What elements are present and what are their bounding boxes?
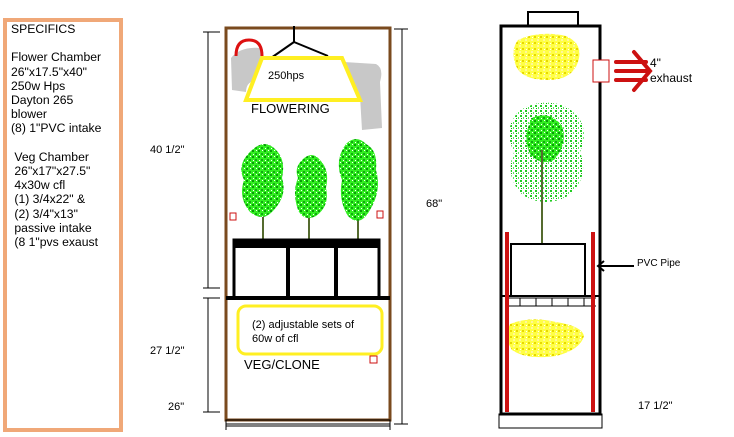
specifics-line: blower <box>11 107 47 122</box>
dim-total-label: 68" <box>426 198 443 210</box>
front-view <box>203 26 408 430</box>
cabinet-base <box>225 419 391 427</box>
exhaust-port <box>592 59 610 83</box>
flowering-plants <box>241 139 378 242</box>
plant-pots <box>232 238 381 300</box>
cfl-box <box>236 304 384 356</box>
exhaust-duct <box>344 62 382 130</box>
lamp-hanger <box>270 26 329 59</box>
exhaust-arrow-icon <box>614 50 653 92</box>
intake-marker <box>369 355 378 364</box>
dim-veg-label: 27 1/2" <box>150 345 185 357</box>
specifics-panel <box>3 18 123 432</box>
side-base <box>498 413 603 429</box>
dim-depth-label: 17 1/2" <box>638 400 673 412</box>
exhaust-label-line1: 4" <box>650 56 661 70</box>
side-plant-stem <box>541 150 543 246</box>
intake-marker <box>376 210 384 219</box>
hps-lamp <box>243 56 364 102</box>
specifics-line: (8) 1"PVC intake <box>11 121 102 136</box>
side-view <box>498 11 653 429</box>
side-pot <box>510 243 586 297</box>
specifics-line: 26"x17"x27.5" <box>11 164 91 179</box>
plant <box>241 144 284 217</box>
pvc-label: PVC Pipe <box>637 258 681 269</box>
pvc-pipe <box>591 232 595 412</box>
dim-width-label: 26" <box>168 401 185 413</box>
plant <box>338 139 378 221</box>
dimension-lines <box>203 28 408 430</box>
veg-label: VEG/CLONE <box>244 357 320 372</box>
specifics-line: Veg Chamber <box>11 149 89 164</box>
specifics-title: SPECIFICS <box>11 22 76 36</box>
plant <box>295 155 328 218</box>
side-top-vent <box>527 11 579 27</box>
specifics-line: passive intake <box>11 220 92 235</box>
exhaust-label-line2: exhaust <box>650 71 693 85</box>
specifics-line: (1) 3/4x22" & <box>11 192 86 207</box>
side-grate <box>506 297 596 307</box>
exhaust-duct <box>231 47 262 92</box>
side-plant-core <box>526 115 564 162</box>
cfl-label-line1: (2) adjustable sets of <box>252 319 355 331</box>
specifics-line: Dayton 265 <box>11 93 74 108</box>
pvc-pointer-head <box>596 260 605 272</box>
pvc-pipe <box>505 232 509 412</box>
specifics-line: Flower Chamber <box>11 50 102 65</box>
specifics-line: 26"x17.5"x40" <box>11 64 87 79</box>
specifics-line: 4x30w cfl <box>11 178 66 193</box>
dim-flower-label: 40 1/2" <box>150 144 185 156</box>
red-hook <box>234 38 264 57</box>
specifics-line: (2) 3/4"x13" <box>11 206 78 221</box>
cfl-label-line2: 60w of cfl <box>252 333 299 345</box>
side-hps-light <box>513 33 580 80</box>
specifics-line: 250w Hps <box>11 78 66 93</box>
intake-marker <box>229 212 237 221</box>
flowering-label: FLOWERING <box>251 101 330 116</box>
specifics-line: (8 1"pvs exaust <box>11 235 98 250</box>
side-cfl-light <box>507 319 584 358</box>
lamp-label: 250hps <box>268 70 305 82</box>
